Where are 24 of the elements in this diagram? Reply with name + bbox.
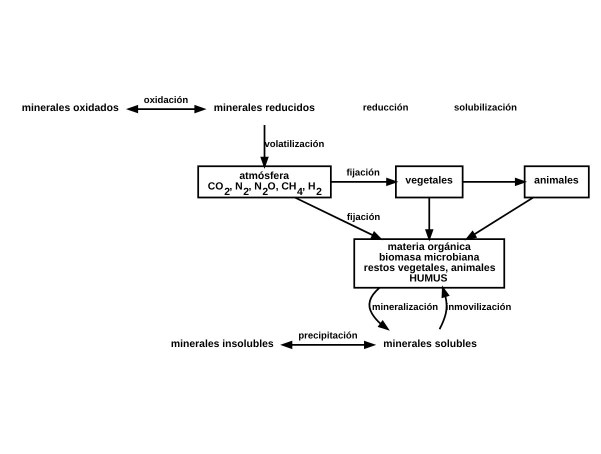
edge-label: fijación <box>346 168 380 179</box>
edge-label: fijación <box>346 212 380 223</box>
node-text: minerales solubles <box>383 338 477 350</box>
label: solubilización <box>454 102 517 114</box>
node-text: minerales reducidos <box>214 102 315 114</box>
arrow <box>438 285 450 330</box>
arrow <box>126 104 207 114</box>
arrow <box>294 196 384 240</box>
node-box: materia orgánica biomasa microbiana restos vegetales, animales HUMUS <box>353 238 506 289</box>
arrow <box>368 287 390 331</box>
arrow <box>425 198 434 242</box>
arrow <box>464 196 534 240</box>
arrow <box>280 340 376 350</box>
edge-label: oxidación <box>144 94 188 106</box>
node-box: animales <box>524 165 590 198</box>
arrow <box>462 178 528 186</box>
arrow <box>260 125 269 169</box>
arrow <box>331 178 398 186</box>
edge-label: precipitación <box>298 330 358 342</box>
label: reducción <box>362 102 408 114</box>
edge-label: mineralización <box>372 302 438 314</box>
node-text: minerales insolubles <box>170 338 274 350</box>
node-box: vegetales <box>395 165 464 198</box>
node-text: minerales oxidados <box>22 102 119 114</box>
